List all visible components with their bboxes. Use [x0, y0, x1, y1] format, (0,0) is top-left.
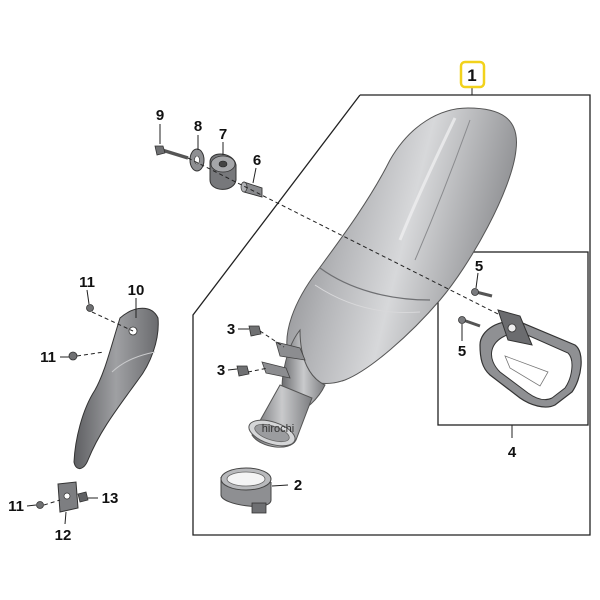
screw-5-lower [458, 316, 481, 328]
callout-13: 13 [102, 490, 119, 507]
callout-10: 10 [128, 282, 145, 299]
callout-12: 12 [55, 527, 72, 544]
rubber-bush-7 [209, 153, 237, 190]
washer-8 [189, 148, 205, 172]
watermark-text: hirochi [262, 423, 294, 435]
callout-5-lower: 5 [458, 343, 466, 360]
pipe-mount-bracket [261, 341, 306, 379]
leader-11c [26, 504, 37, 507]
screw-11-mid [68, 351, 105, 361]
callout-11-top: 11 [79, 274, 95, 291]
guard-mount-axis [91, 311, 134, 332]
callout-8: 8 [194, 118, 202, 135]
callout-11-mid: 11 [40, 349, 56, 366]
callout-2: 2 [294, 477, 302, 494]
bolt-9 [154, 145, 189, 160]
screw-11-low [36, 499, 61, 509]
heat-guard-10 [73, 307, 159, 469]
callout-7: 7 [219, 126, 227, 143]
exhaust-clamp-2 [220, 467, 272, 514]
callout-9: 9 [156, 107, 164, 124]
callout-6: 6 [253, 152, 261, 169]
screw-11-top [86, 304, 94, 312]
callout-5-upper: 5 [475, 258, 483, 275]
callout-3-upper: 3 [227, 321, 235, 338]
bolt-3-upper [248, 325, 285, 348]
mount-axis-line [187, 157, 501, 316]
leader-3b [227, 368, 238, 371]
leader-6 [252, 167, 257, 184]
callout-4: 4 [508, 444, 517, 461]
assembly-frame [192, 94, 591, 536]
leader-5a [475, 272, 479, 289]
callout-1: 1 [467, 66, 476, 85]
bolt-3-lower [236, 365, 269, 377]
callout-3-lower: 3 [217, 362, 225, 379]
muffler-strap-4 [479, 309, 582, 408]
callout-11-low: 11 [8, 498, 24, 515]
leader-12 [64, 511, 67, 525]
nut-13 [77, 491, 89, 503]
inlet-pipe [248, 384, 313, 448]
leader-11a [86, 289, 90, 305]
callout-1-highlight [459, 60, 486, 89]
subassembly-frame-4 [437, 251, 589, 426]
bracket-12 [57, 481, 79, 513]
leader-2 [271, 484, 289, 487]
screw-5-upper [471, 288, 493, 298]
